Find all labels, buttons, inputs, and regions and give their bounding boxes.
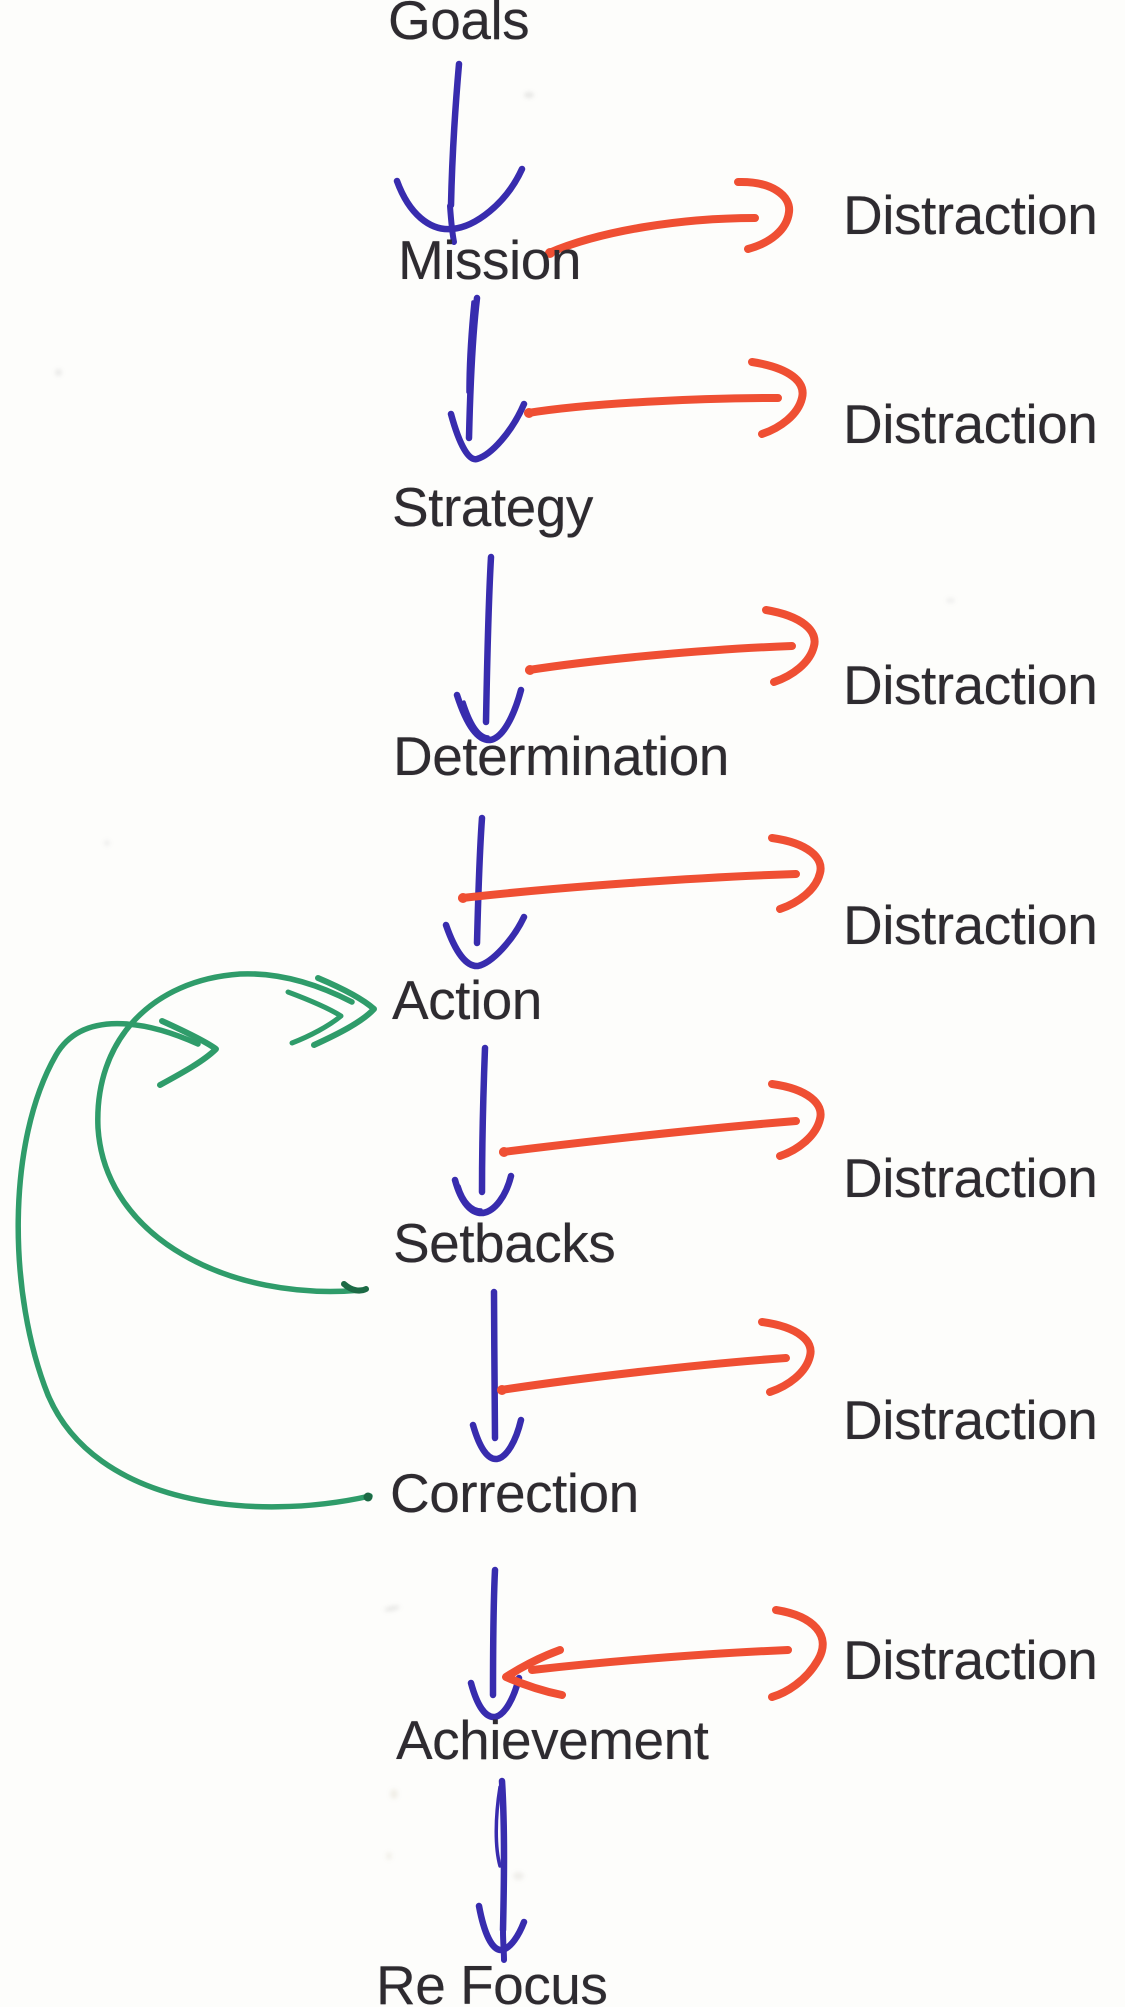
distraction-arrow-1: [545, 177, 794, 258]
distraction-arrow-2: [524, 358, 807, 438]
step-label-determination: Determination: [393, 725, 729, 787]
distraction-label-6: Distraction: [843, 1389, 1098, 1451]
flow-arrow-correction-achievement: [467, 1566, 523, 1721]
flow-arrow-mission-strategy: [447, 294, 528, 463]
step-label-mission: Mission: [398, 229, 581, 291]
distraction-arrow-7: [502, 1606, 827, 1701]
scan-smudge: [524, 92, 534, 98]
flow-arrow-determination-action: [442, 814, 528, 970]
step-label-strategy: Strategy: [392, 476, 593, 538]
flow-arrow-action-setbacks: [451, 1044, 515, 1217]
distraction-arrow-3: [525, 606, 819, 686]
loopback-arrow-correction-to-action: [15, 1018, 373, 1510]
flow-arrow-achievement-refocus: [475, 1777, 528, 1963]
loopback-arrow-setbacks-to-action: [95, 971, 377, 1295]
step-label-action: Action: [392, 969, 542, 1031]
scan-smudge: [386, 1852, 392, 1860]
step-label-setbacks: Setbacks: [393, 1212, 616, 1274]
step-label-correction: Correction: [390, 1462, 639, 1524]
distraction-arrow-6: [497, 1318, 815, 1396]
scan-smudge: [55, 369, 62, 376]
step-label-achievement: Achievement: [396, 1709, 709, 1771]
step-label-refocus: Re Focus: [376, 1954, 608, 2007]
scan-smudge: [104, 840, 110, 846]
distraction-label-7: Distraction: [843, 1629, 1098, 1691]
distraction-label-5: Distraction: [843, 1147, 1098, 1209]
scan-smudge: [946, 598, 955, 603]
distraction-label-4: Distraction: [843, 894, 1098, 956]
scan-smudge: [390, 1789, 398, 1799]
flow-arrow-setbacks-correction: [469, 1288, 525, 1463]
distraction-label-1: Distraction: [843, 184, 1098, 246]
distraction-arrow-4: [458, 834, 825, 913]
distraction-label-3: Distraction: [843, 654, 1098, 716]
flow-arrow-strategy-determination: [453, 553, 525, 744]
step-label-goals: Goals: [388, 0, 530, 51]
distraction-arrow-5: [499, 1080, 825, 1160]
flow-arrow-goals-mission: [393, 60, 526, 245]
scan-smudge: [513, 1872, 524, 1880]
distraction-label-2: Distraction: [843, 393, 1098, 455]
